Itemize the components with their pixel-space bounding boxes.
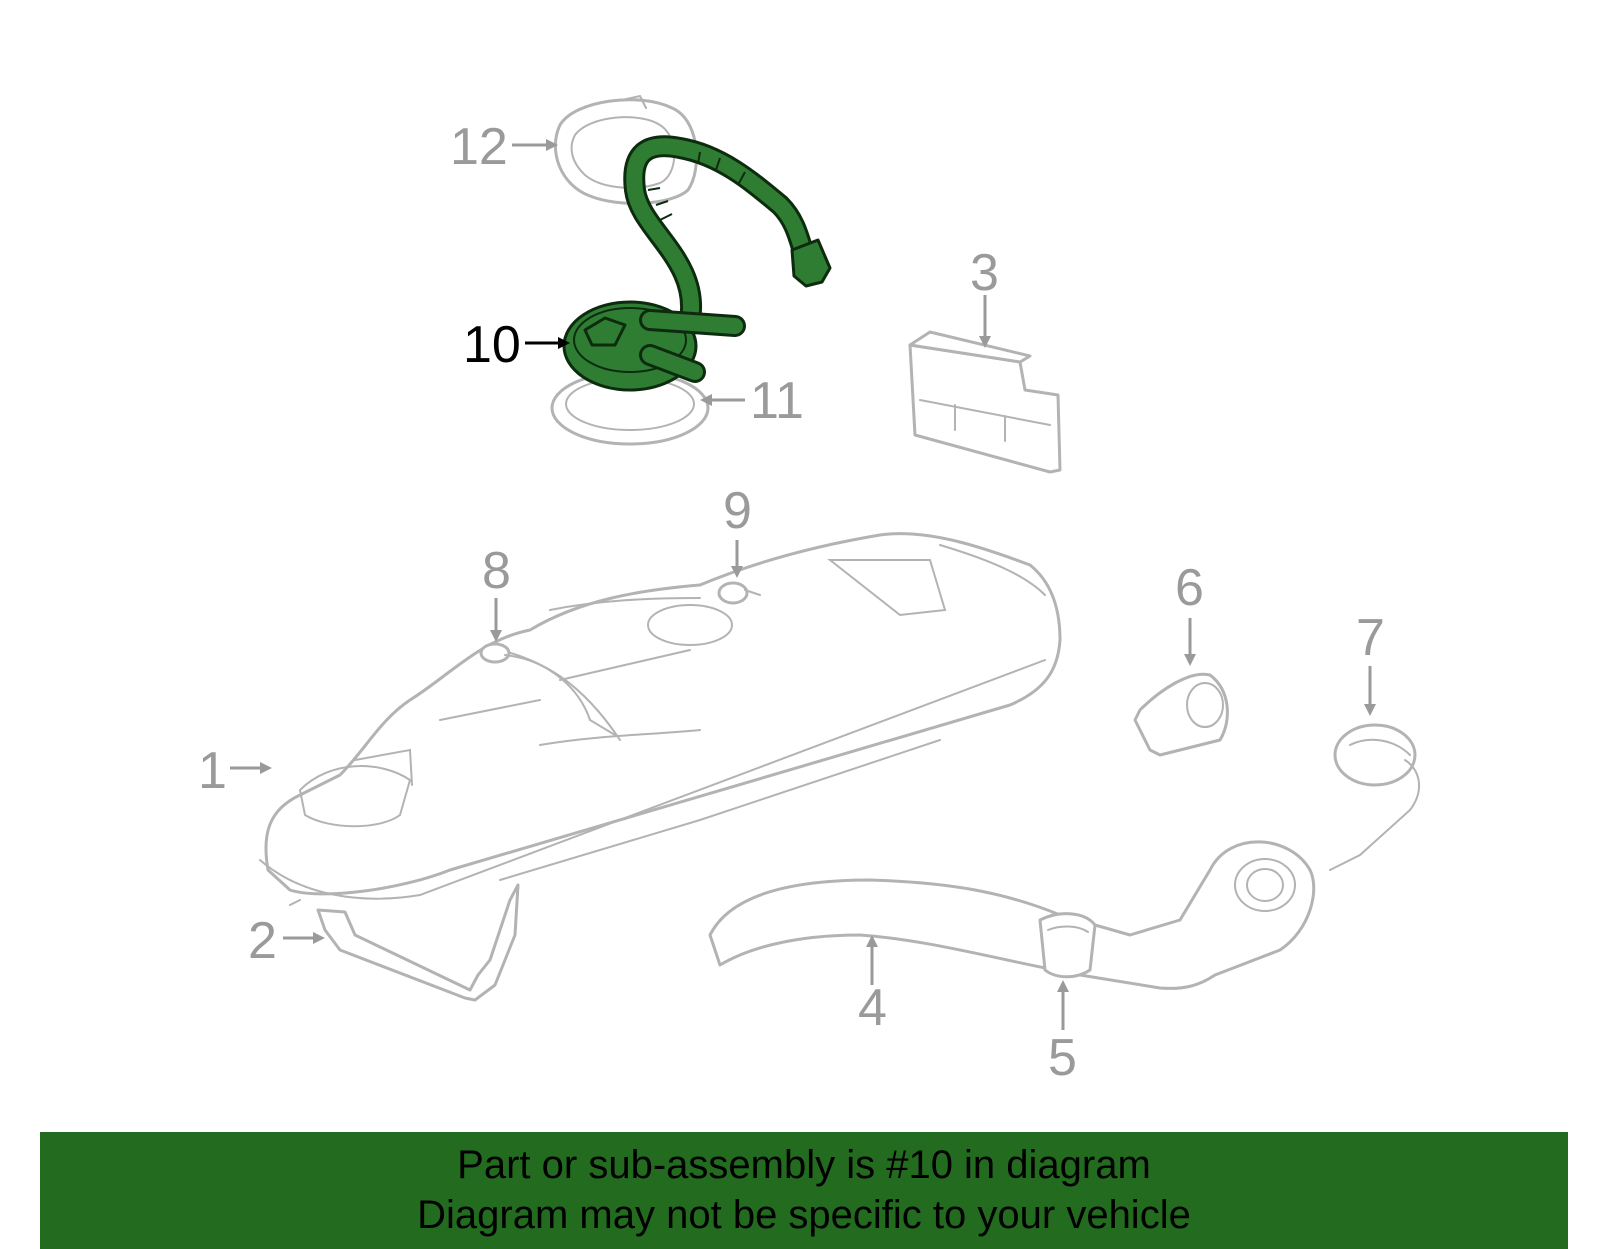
callout-12: 12 xyxy=(450,118,508,176)
part-8-sender xyxy=(479,642,616,736)
part-12-lock-ring xyxy=(554,94,698,205)
part-9-vent-valve xyxy=(717,581,761,605)
part-info-banner: Part or sub-assembly is #10 in diagram D… xyxy=(40,1132,1568,1249)
part-4-filler-pipe xyxy=(708,840,1316,990)
banner-line-1: Part or sub-assembly is #10 in diagram xyxy=(457,1143,1151,1187)
callout-3: 3 xyxy=(970,244,999,302)
callout-8: 8 xyxy=(482,542,511,600)
callout-1: 1 xyxy=(198,742,227,800)
part-3-heat-shield xyxy=(908,330,1062,474)
part-10-fuel-pump-module xyxy=(562,135,832,392)
callout-4: 4 xyxy=(858,979,887,1037)
callout-leaders xyxy=(230,139,1376,1030)
callout-6: 6 xyxy=(1175,559,1204,617)
callout-11: 11 xyxy=(750,372,804,430)
banner-line-2: Diagram may not be specific to your vehi… xyxy=(417,1193,1191,1237)
callout-2: 2 xyxy=(248,912,277,970)
part-5-clamp xyxy=(1038,912,1097,979)
part-7-fuel-cap xyxy=(1329,723,1420,871)
callout-5: 5 xyxy=(1048,1029,1077,1087)
part-2-strap xyxy=(316,883,520,1002)
callout-10: 10 xyxy=(463,316,521,374)
callout-7: 7 xyxy=(1356,609,1385,667)
part-6-housing xyxy=(1133,672,1229,757)
callout-9: 9 xyxy=(723,482,752,540)
part-1-fuel-tank xyxy=(259,532,1062,906)
